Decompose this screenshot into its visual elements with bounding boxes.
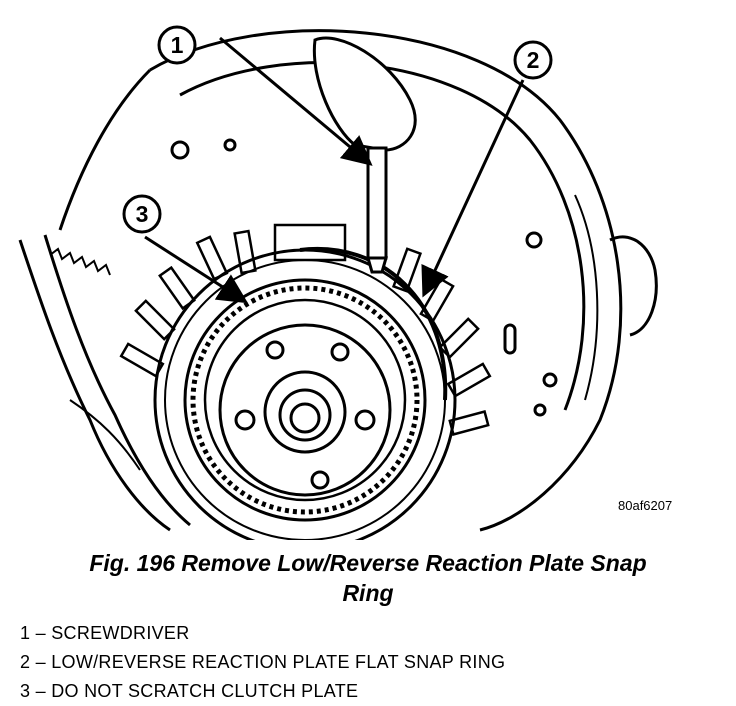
transmission-case: [58, 29, 658, 532]
legend-item: 3 – DO NOT SCRATCH CLUTCH PLATE: [20, 681, 359, 701]
callout-3-arrow: [144, 235, 249, 304]
callout-1: 1: [157, 25, 197, 65]
callout-3-label: 3: [136, 201, 149, 227]
caption-line-2: Ring: [342, 580, 394, 606]
flat-snap-ring: [299, 246, 448, 401]
callout-1-arrow: [219, 36, 373, 166]
side-gear-band: [18, 234, 191, 532]
legend-item: 2 – LOW/REVERSE REACTION PLATE FLAT SNAP…: [20, 652, 506, 672]
callout-1-label: 1: [171, 32, 184, 58]
caption-line-1: Fig. 196 Remove Low/Reverse Reaction Pla…: [89, 550, 647, 576]
callout-2-arrow: [421, 79, 525, 298]
legend-item: 1 – SCREWDRIVER: [20, 623, 190, 643]
callout-2: 2: [513, 40, 553, 80]
legend-list: 1 – SCREWDRIVER 2 – LOW/REVERSE REACTION…: [20, 619, 505, 706]
screwdriver: [312, 36, 417, 274]
figure-id-code: 80af6207: [618, 498, 673, 513]
callout-3: 3: [122, 194, 162, 234]
center-hub: [218, 323, 392, 497]
transmission-diagram: 1 2 3: [18, 25, 658, 540]
callout-2-label: 2: [527, 47, 540, 73]
figure-caption: Fig. 196 Remove Low/Reverse Reaction Pla…: [0, 548, 736, 608]
